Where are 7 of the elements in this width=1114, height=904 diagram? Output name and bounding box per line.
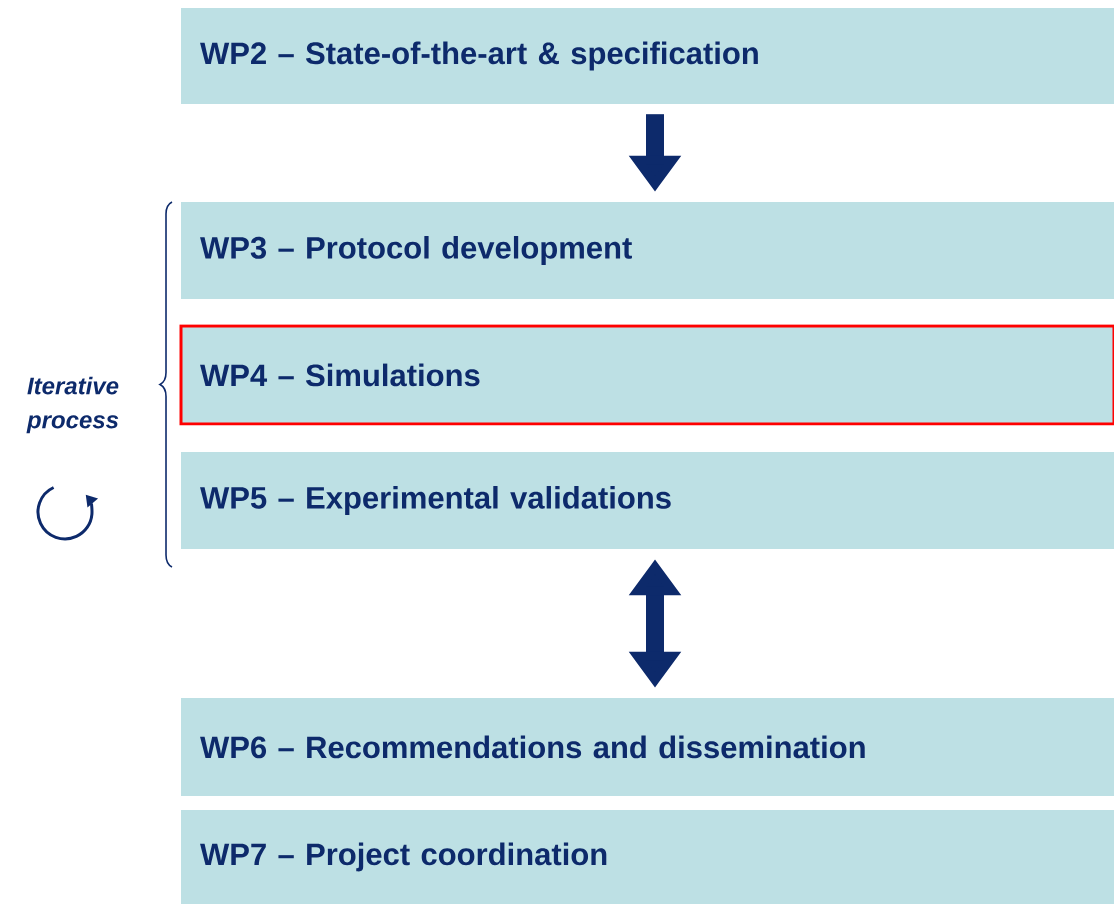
work-package-box: WP6 – Recommendations and dissemination bbox=[181, 698, 1114, 796]
work-package-box: WP4 – Simulations bbox=[179, 324, 1114, 426]
work-package-box: WP7 – Project coordination bbox=[181, 810, 1114, 904]
side-note: Iterative process bbox=[26, 376, 119, 434]
work-package-box: WP5 – Experimental validations bbox=[181, 452, 1114, 549]
work-package-box: WP2 – State-of-the-art & specification bbox=[181, 8, 1114, 104]
work-package-box: WP3 – Protocol development bbox=[181, 202, 1114, 299]
